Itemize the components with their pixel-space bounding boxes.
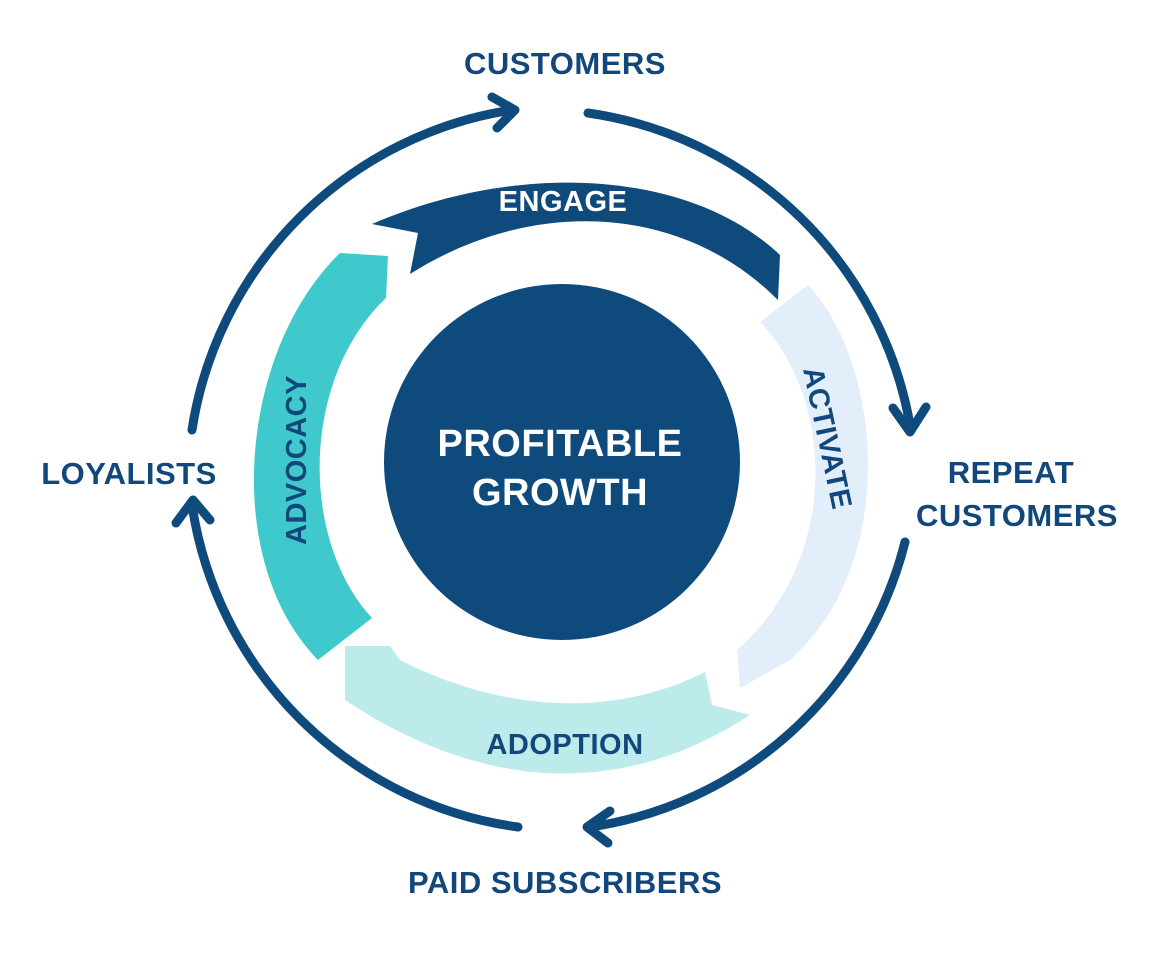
outer-cycle-arrows: [171, 92, 931, 848]
arrow-customers-to-repeat: [583, 108, 915, 430]
advocacy-label: ADVOCACY: [281, 375, 313, 545]
adoption-segment: [345, 646, 750, 774]
engage-label: ENGAGE: [499, 186, 628, 218]
profitable-growth-hub: [384, 284, 740, 640]
customers-label: CUSTOMERS: [464, 46, 666, 81]
hub-label-line2: GROWTH: [472, 472, 648, 514]
arrowhead-repeat-icon: [888, 402, 931, 437]
inner-cycle-segments: [253, 182, 869, 774]
arrow-repeat-to-paid: [585, 537, 910, 832]
advocacy-segment: [253, 253, 388, 660]
arrowhead-paid-icon: [582, 806, 615, 848]
loyalists-label: LOYALISTS: [41, 456, 217, 491]
repeat-customers-label-line2: CUSTOMERS: [916, 498, 1118, 533]
arrowhead-loyalists-icon: [171, 495, 215, 528]
engage-segment: [372, 182, 780, 300]
arrow-loyalists-to-customers: [187, 105, 517, 435]
adoption-label: ADOPTION: [486, 729, 643, 761]
paid-subscribers-label: PAID SUBSCRIBERS: [408, 865, 722, 900]
repeat-customers-label-line1: REPEAT: [948, 455, 1074, 490]
arrowhead-customers-icon: [487, 92, 520, 133]
hub-label-line1: PROFITABLE: [438, 423, 683, 465]
activate-segment: [737, 285, 869, 688]
arrow-paid-to-loyalists: [187, 500, 523, 832]
